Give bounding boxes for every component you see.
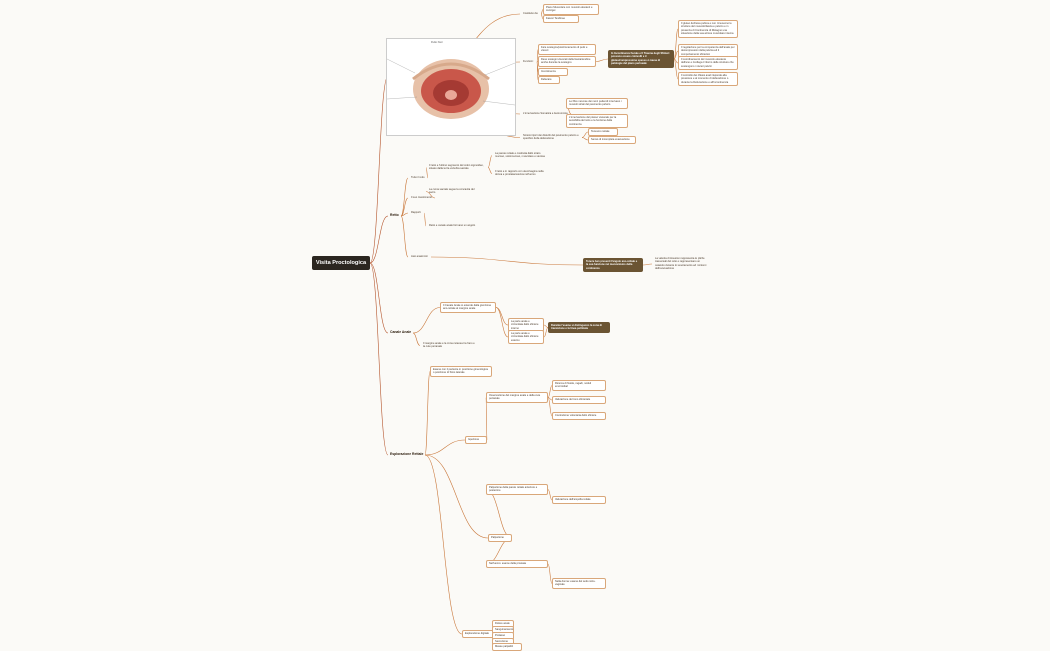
connector (400, 197, 409, 217)
image-title: Pelvic floor (431, 41, 443, 44)
phase-palpazione[interactable]: Palpazione (488, 534, 512, 542)
connector (547, 489, 553, 501)
pavimento-right-note-4[interactable]: Il controllo dei riflessi anali risponde… (678, 72, 738, 87)
innervazione-label[interactable]: L'innervazione Somatica e Autonomica (523, 112, 568, 116)
connector (485, 489, 513, 539)
branch-canale-anale[interactable]: Canale Anale (390, 330, 412, 335)
connector (540, 13, 544, 20)
connector (424, 454, 463, 635)
connector (595, 58, 609, 62)
retto-label-3[interactable]: Rapporti (411, 211, 421, 215)
retto-item-3[interactable]: Il retto e in rapporto con utero/vagina … (495, 170, 544, 177)
esplorazione-item-5[interactable]: Palpazione della parete rettale anterior… (486, 484, 548, 495)
connector (425, 191, 436, 199)
retto-label-1[interactable]: Tutto il retto (411, 176, 425, 180)
branch-retto[interactable]: Retto (390, 213, 399, 218)
anatomy-illustration (386, 58, 516, 119)
canale-note-highlight[interactable]: Durante l'esame si distinguono la zona d… (548, 322, 610, 333)
connector (487, 155, 493, 168)
esplorazione-item-2[interactable]: Ricerca di fistole, ragadi, noduli emorr… (552, 380, 606, 391)
connector (430, 256, 584, 266)
sintomi-label[interactable]: Sintomi tipici dei disturbi del paviment… (523, 134, 579, 141)
canale-item-4[interactable]: Il margine anale e la zona cutanea tra l… (423, 342, 475, 349)
connector (400, 177, 409, 217)
connector (543, 327, 549, 338)
connector (400, 215, 409, 258)
retto-note-highlight[interactable]: Tenere ben presenti l'angolo ano-rettale… (583, 258, 643, 273)
retto-item-1[interactable]: Il retto e l'ultimo segmento del colon s… (429, 164, 484, 171)
connector (412, 307, 441, 334)
canale-item-1[interactable]: Il Canale Anale si estende dalla giunzio… (440, 302, 496, 313)
connector (536, 61, 539, 81)
pelvic-floor-image: Pelvic floor (386, 38, 516, 136)
sintomi-item-1[interactable]: Tenesmo rettale (588, 128, 618, 136)
esplorazione-item-3[interactable]: Valutazione del tono sfinteriale (552, 396, 606, 404)
sintomi-item-2[interactable]: Senso di incompleta evacuazione (588, 136, 636, 144)
esplorazione-intro[interactable]: Esame con il paziente in posizione ginec… (430, 366, 492, 377)
retto-item-5[interactable]: Retto e canale anale formano un angolo (429, 224, 476, 228)
funzioni-item-2[interactable]: Deve sostegni viscerali della fascia/ten… (538, 56, 596, 67)
connector (547, 385, 553, 398)
connector (536, 49, 539, 63)
funzioni-item-1[interactable]: Fare sostegno/posizionamento di pelvi e … (538, 44, 596, 55)
connector (642, 263, 653, 266)
connector (487, 167, 493, 174)
innervazione-item-1[interactable]: Le fibre nervose dei nervi pudendi inner… (566, 98, 628, 109)
esplorazione-item-4[interactable]: Contrazione volontaria dello sfintere (552, 412, 606, 420)
connector (673, 28, 679, 60)
pavimento-right-note-3[interactable]: Il coordinamento del muscolo elevatore d… (678, 56, 738, 71)
connector (412, 332, 421, 346)
connector (400, 212, 409, 217)
connector (424, 454, 489, 539)
branch-esplorazione-rettale[interactable]: Esplorazione Rettale (390, 452, 424, 457)
esplorazione-item-7[interactable]: Nell'uomo: esame della prostata (486, 560, 548, 568)
connector (369, 262, 389, 334)
costituito-item-2[interactable]: Fasce/ Tendinee (543, 15, 579, 23)
connector (547, 397, 553, 417)
connector (673, 58, 679, 80)
retto-label-2[interactable]: Il suo rivestimento (411, 196, 432, 200)
innervazione-item-2[interactable]: L'innervazione del plesso viscerale per … (566, 114, 628, 129)
esplorazione-item-1[interactable]: Osservazione del margine anale e della c… (486, 392, 548, 403)
funzioni-item-4[interactable]: Defecare (538, 76, 560, 84)
connector (485, 397, 488, 441)
connector (424, 371, 431, 456)
connector (425, 167, 429, 179)
pavimento-right-note-1[interactable]: Il gluteo dell'area pubica e non rimuovo… (678, 20, 738, 38)
connector (424, 439, 466, 456)
connector (369, 215, 389, 264)
esplorazione-item-6[interactable]: Valutazione dell'ampolla rettale (552, 496, 606, 504)
funzioni-item-3[interactable]: Incontinenza (538, 68, 568, 76)
connector (547, 563, 553, 584)
costituito-label[interactable]: Costituito da: (523, 12, 539, 16)
retto-right-note[interactable]: La valvola di Houston rappresenta le pli… (655, 257, 707, 271)
phase-ispezione[interactable]: Ispezione (465, 436, 487, 444)
connector (495, 307, 509, 338)
retto-label-4[interactable]: Assi anatomici (411, 255, 428, 259)
root-node[interactable]: Visita Proctologica (312, 256, 370, 270)
esplorazione-item-8[interactable]: Nella donna: esame del setto retto-vagin… (552, 578, 606, 589)
connector (423, 212, 427, 227)
canale-item-3[interactable]: La parte anale e circondata dallo sfinte… (508, 330, 544, 345)
connector (369, 262, 389, 456)
pavimento-note-highlight[interactable]: In Incontinenza Fecale e Il Trauma degli… (608, 50, 674, 68)
costituito-item-1[interactable]: Piano Muscolare con muscoli elevatori e … (543, 4, 599, 15)
funzioni-label[interactable]: Funzioni: (523, 60, 534, 64)
connector (581, 137, 589, 141)
connector (369, 75, 389, 264)
connector (673, 50, 679, 60)
retto-item-2[interactable]: La parete rettale e costituita dallo str… (495, 152, 545, 159)
retto-item-4[interactable]: La curva sacrale segue la concavita del … (429, 188, 475, 195)
pavimento-right-note-2[interactable]: Il regolazione per la competenza dell'an… (678, 44, 738, 59)
